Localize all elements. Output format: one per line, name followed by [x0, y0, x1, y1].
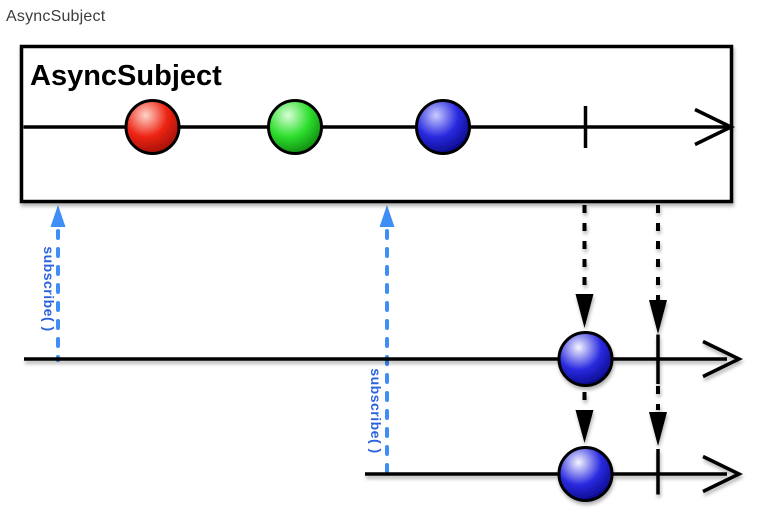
subscriber1-arrowhead-icon [702, 339, 744, 379]
subscriber2-marble-blue [557, 446, 614, 502]
marble-red [124, 99, 181, 155]
oncomplete-dotted-arrow-to-sub1 [649, 205, 667, 334]
oncomplete-dotted-arrow-to-sub2 [649, 386, 667, 446]
source-timeline-arrowhead-icon [694, 107, 736, 147]
onnext-dotted-arrow-to-sub1 [575, 205, 594, 328]
subscriber2-arrowhead-icon [702, 454, 744, 494]
subscriber1-marble-blue [557, 331, 614, 387]
up-arrowhead-icon [379, 205, 395, 227]
up-arrowhead-icon [50, 205, 66, 227]
source-box-title: AsyncSubject [30, 60, 222, 92]
down-arrowhead-icon [575, 294, 594, 328]
down-arrowhead-icon [649, 412, 667, 446]
subscribe-arrow-2 [379, 205, 395, 476]
down-arrowhead-icon [649, 300, 667, 334]
onnext-dotted-arrow-to-sub2 [575, 392, 594, 443]
marble-green [267, 99, 323, 155]
subscribe-arrow-1 [50, 205, 66, 362]
marble-blue [415, 99, 471, 155]
page-title: AsyncSubject [6, 8, 106, 25]
subscribe-label-1: subscribe( ) [41, 246, 57, 331]
down-arrowhead-icon [575, 410, 594, 443]
ink-layer: AsyncSubject [19, 44, 744, 502]
subscribe-label-2: subscribe( ) [368, 368, 384, 453]
